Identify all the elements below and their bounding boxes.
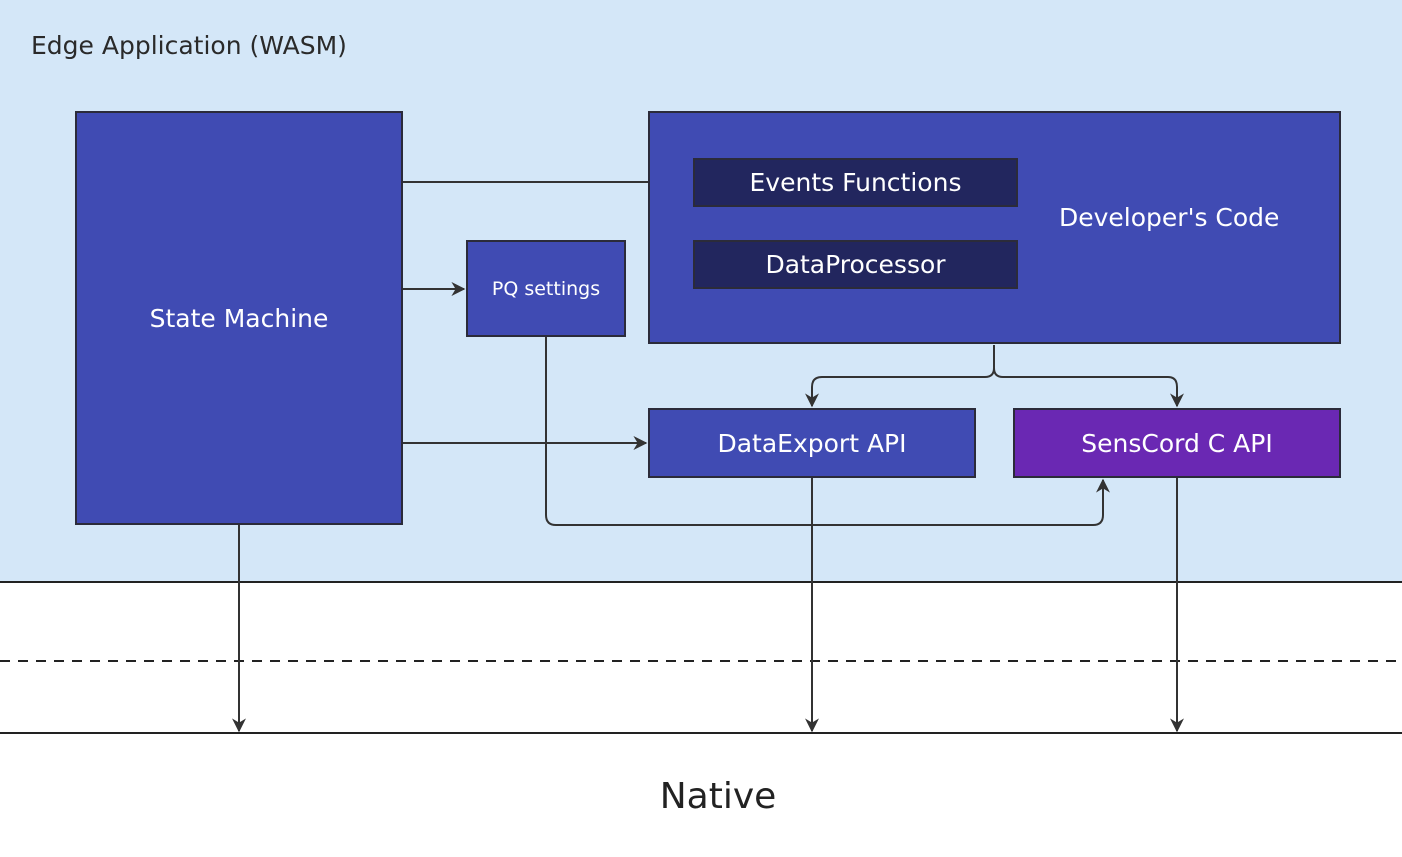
senscord-c-api-box: SensCord C API [1013, 408, 1341, 478]
senscord-c-api-label: SensCord C API [1081, 428, 1273, 458]
arrow-pq-to-senscord [545, 337, 1110, 526]
fork-dev-to-senscord [993, 367, 1184, 408]
state-machine-box: State Machine [75, 111, 403, 525]
state-machine-label: State Machine [149, 303, 329, 333]
pq-settings-box: PQ settings [466, 240, 626, 337]
wasm-region-title: Edge Application (WASM) [31, 31, 347, 60]
fork-dev-to-dataexport [805, 345, 995, 408]
developers-code-label: Developer's Code [1059, 203, 1280, 232]
data-export-api-box: DataExport API [648, 408, 976, 478]
developers-code-box [648, 111, 1341, 344]
pq-settings-label: PQ settings [491, 277, 601, 300]
events-functions-box: Events Functions [693, 158, 1018, 207]
data-export-api-label: DataExport API [717, 428, 907, 458]
data-processor-box: DataProcessor [693, 240, 1018, 289]
events-functions-label: Events Functions [749, 168, 962, 197]
native-label: Native [659, 776, 777, 817]
data-processor-label: DataProcessor [765, 250, 946, 279]
